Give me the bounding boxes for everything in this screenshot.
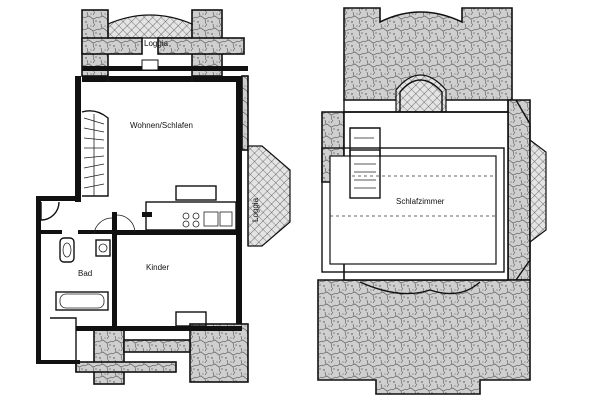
label-loggia-side: Loggia [251, 197, 260, 222]
entrance-door [40, 201, 60, 221]
side-dormer [529, 138, 547, 244]
wall-left [75, 76, 81, 202]
label-loggia-top: Loggia [144, 39, 169, 48]
parapet-top-right [157, 37, 245, 55]
label-bad: Bad [78, 269, 92, 278]
parapet-top-left [81, 37, 143, 55]
pier-bottom-right [189, 323, 249, 383]
roof-lower [317, 279, 531, 395]
loggia-top-area [107, 14, 193, 39]
loggia-side-area [247, 145, 291, 247]
staircase-lower [81, 110, 109, 197]
bottom-dormer [359, 281, 481, 295]
upper-floor-plan: Schlafzimmer [317, 7, 547, 395]
kitchen-counter [145, 185, 237, 231]
label-wohnen-schlafen: Wohnen/Schlafen [130, 121, 193, 130]
label-schlafzimmer: Schlafzimmer [396, 197, 445, 206]
roof-upper [343, 7, 513, 101]
schlafzimmer-outline [321, 147, 505, 273]
bathroom-fixtures [55, 237, 111, 311]
pier-right-upper [241, 75, 249, 151]
roof-right-wing [507, 99, 531, 281]
lower-floor-plan: Loggia Wohnen/Schlafen Loggia Bad Kinder [36, 9, 291, 385]
label-kinder: Kinder [146, 263, 169, 272]
pier-bottom-left [93, 327, 125, 385]
wall-right [236, 76, 242, 328]
top-dormer [395, 74, 447, 113]
